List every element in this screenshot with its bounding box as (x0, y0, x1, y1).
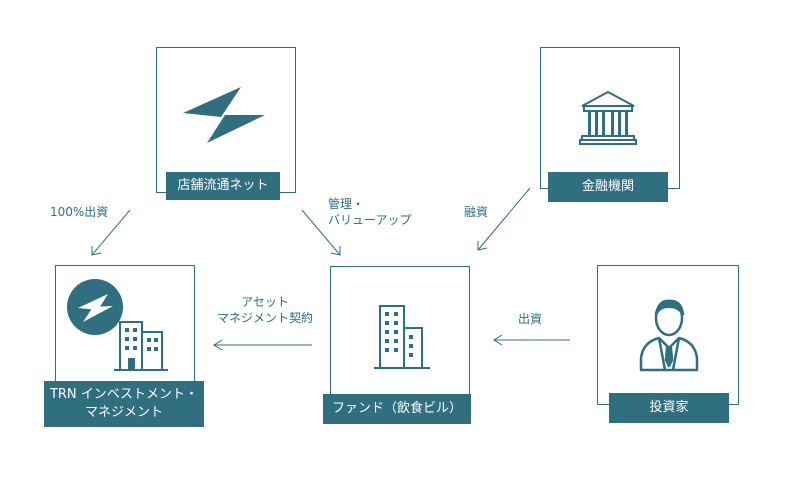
arrow-investment (493, 334, 570, 346)
arrow-investment-100 (91, 209, 131, 256)
edge-label-asset-management-contract: アセット マネジメント契約 (216, 295, 313, 325)
store-network-logo-icon (183, 87, 265, 143)
arrow-financing (477, 187, 531, 251)
node-fund-label: ファンド（飲食ビル） (323, 394, 471, 424)
node-fund (330, 266, 470, 408)
node-store-network-label: 店舗流通ネット (166, 172, 280, 200)
trn-logo-building-icon (67, 279, 168, 371)
edge-label-management-value-up: 管理・ バリューアップ (328, 197, 412, 227)
office-building-icon (374, 305, 430, 369)
node-investor-label: 投資家 (609, 393, 729, 423)
edge-label-investment-100: 100%出資 (50, 205, 109, 219)
node-financial-institution (540, 47, 680, 189)
arrow-management-value-up (301, 209, 341, 256)
arrow-asset-management-contract (213, 339, 312, 351)
edge-label-financing: 融資 (464, 205, 489, 219)
investor-person-icon (639, 299, 699, 372)
bank-icon (579, 90, 637, 145)
edge-label-investment: 出資 (518, 312, 543, 326)
node-financial-institution-label: 金融機関 (548, 172, 668, 202)
node-trn-investment-label: TRN インベストメント・ マネジメント (44, 381, 204, 427)
